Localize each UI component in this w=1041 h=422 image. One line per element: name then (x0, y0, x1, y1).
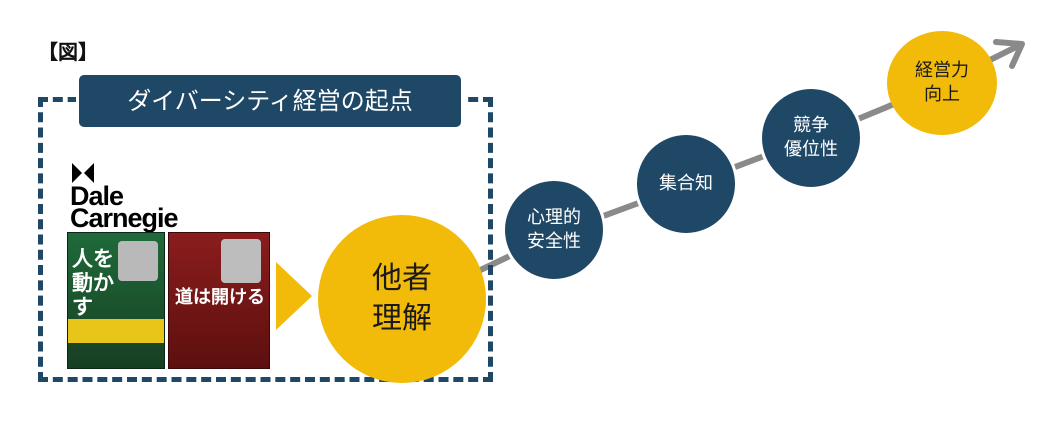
book-2-title: 道は開ける (175, 287, 265, 308)
step-4-circle: 経営力 向上 (887, 31, 997, 135)
arrow-head-icon (993, 39, 1025, 69)
logo-line-2: Carnegie (70, 203, 179, 233)
logo-text: Dale Carnegie (70, 181, 179, 233)
author-portrait (221, 239, 261, 283)
book-1-title: 人を動かす (72, 246, 114, 319)
step-3-circle: 競争 優位性 (759, 86, 863, 190)
step-start-circle: 他者 理解 (318, 215, 486, 383)
step-1-circle: 心理的 安全性 (502, 178, 606, 282)
book-cover-1: 人を動かす (67, 232, 165, 369)
author-portrait (118, 241, 158, 281)
diagram-title: ダイバーシティ経営の起点 (76, 72, 464, 130)
book-1-band (68, 319, 164, 343)
book-cover-2: 道は開ける (168, 232, 270, 369)
butterfly-logo-icon (72, 163, 94, 183)
logo-line-1: Dale (70, 181, 124, 211)
play-arrow-icon (276, 262, 312, 330)
step-2-circle: 集合知 (634, 132, 738, 236)
figure-label: 【図】 (38, 40, 98, 64)
dale-carnegie-logo: Dale Carnegie (70, 163, 200, 232)
